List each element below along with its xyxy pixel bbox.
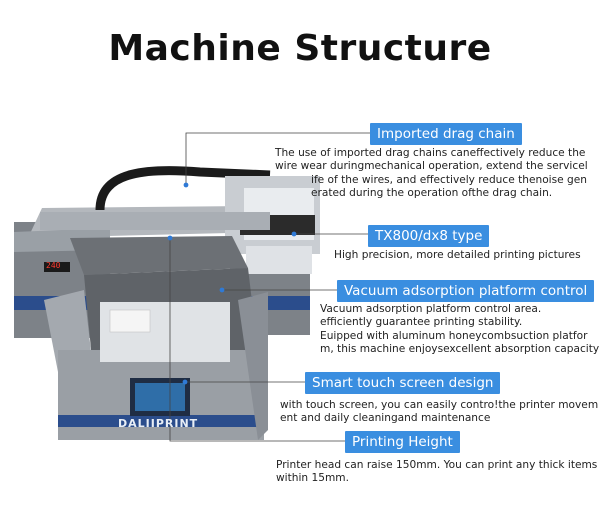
feature-label-print-head: TX800/dx8 type — [368, 225, 490, 247]
feature-desc-vacuum-platform: Vacuum adsorption platform control area.… — [320, 303, 599, 357]
desc-line: within 15mm. — [276, 472, 349, 485]
desc-line: erated during the operation ofthe drag c… — [311, 187, 553, 200]
desc-line: Printer head can raise 150mm. You can pr… — [276, 459, 598, 471]
desc-line: Vacuum adsorption platform control area. — [320, 303, 542, 315]
feature-desc-touch-screen: with touch screen, you can easily contro… — [280, 399, 598, 426]
feature-label-drag-chain: Imported drag chain — [370, 123, 522, 145]
desc-line: efficiently guarantee printing stability… — [320, 316, 523, 329]
page-title: Machine Structure — [108, 28, 492, 69]
feature-desc-printing-height: Printer head can raise 150mm. You can pr… — [276, 459, 597, 486]
desc-line: High precision, more detailed printing p… — [334, 249, 581, 261]
feature-label-vacuum-platform: Vacuum adsorption platform control — [337, 280, 595, 302]
feature-label-touch-screen: Smart touch screen design — [305, 372, 501, 394]
desc-line: ent and daily cleaningand maintenance — [280, 412, 491, 425]
desc-line: m, this machine enjoysexcellent absorpti… — [320, 343, 600, 356]
feature-label-printing-height: Printing Height — [345, 431, 460, 453]
feature-desc-drag-chain: The use of imported drag chains caneffec… — [275, 147, 588, 201]
machine-display-reading: 240 — [46, 261, 61, 270]
desc-line: Euipped with aluminum honeycombsuction p… — [320, 329, 588, 342]
desc-line: The use of imported drag chains caneffec… — [275, 147, 586, 159]
desc-line: ife of the wires, and effectively reduce… — [311, 173, 587, 186]
feature-desc-print-head: High precision, more detailed printing p… — [334, 249, 581, 262]
machine-brand-label: DALIIPRINT — [118, 417, 199, 430]
desc-line: wire wear duringmechanical operation, ex… — [275, 160, 588, 173]
desc-line: with touch screen, you can easily contro… — [280, 399, 599, 411]
